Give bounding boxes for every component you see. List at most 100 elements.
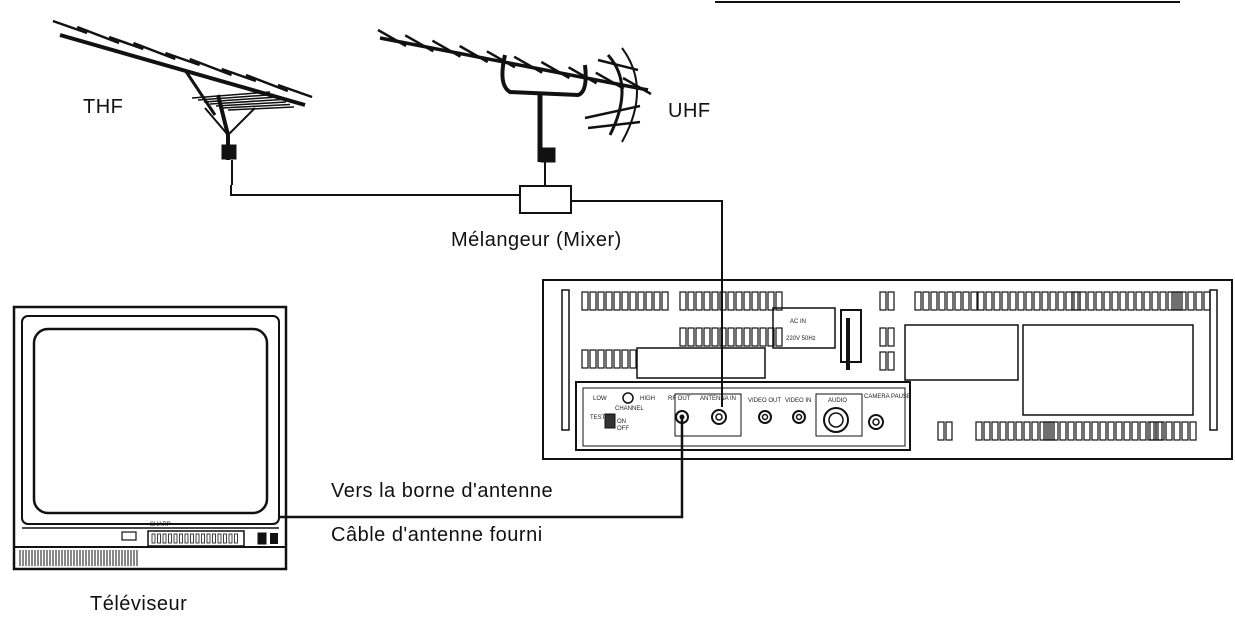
vent-slot (597, 291, 605, 311)
vent-slot (621, 291, 629, 311)
vent-slot (1041, 291, 1049, 311)
vent-slot (1091, 421, 1099, 441)
vent-slot (645, 291, 653, 311)
tv-cabinet (12, 305, 288, 571)
vent-slot (1059, 421, 1067, 441)
vent-slot (938, 291, 946, 311)
tv-channel-button (190, 533, 194, 544)
vcr-right-rail (1209, 289, 1218, 431)
vent-slot (1049, 291, 1057, 311)
thf-reflector-rod (203, 96, 279, 103)
vent-slot (993, 291, 1001, 311)
uhf-element (567, 66, 598, 85)
uhf-antenna (377, 28, 652, 163)
vent-slot (1149, 421, 1157, 441)
thf-element (221, 67, 257, 83)
tv-channel-button (212, 533, 216, 544)
uhf-label: UHF (668, 100, 711, 122)
vent-slot (1017, 291, 1025, 311)
vent-slot (1195, 291, 1203, 311)
vent-slot (679, 291, 687, 311)
vent-slot (629, 291, 637, 311)
tv-power-button (257, 532, 267, 545)
tv-base (13, 546, 287, 570)
vent-slot (879, 291, 887, 311)
vent-slot (1007, 421, 1015, 441)
vent-slot (954, 291, 962, 311)
vent-slot (775, 291, 783, 311)
vent-slot (719, 291, 727, 311)
tv-channel-button (228, 533, 233, 544)
vent-slot (727, 291, 735, 311)
uhf-element (486, 50, 516, 69)
tv-channel-button (151, 533, 156, 544)
vent-slot (751, 327, 759, 347)
vent-slot (735, 291, 743, 311)
label-high: HIGH (640, 396, 655, 402)
vent-slot (767, 327, 775, 347)
label-audio: AUDIO (828, 398, 847, 404)
vent-slot (597, 349, 605, 369)
vent-slot (1131, 421, 1139, 441)
vent-slot (1031, 421, 1039, 441)
vent-slot (687, 291, 695, 311)
television: SHARP (12, 305, 288, 571)
rf-out-jack (675, 410, 689, 424)
thf-reflector-rod (191, 91, 271, 99)
vent-slot (613, 349, 621, 369)
rear-panel-window-left (904, 324, 1019, 381)
tv-channel-button (162, 533, 167, 544)
tv-brand: SHARP (150, 522, 171, 528)
antenna-in-jack (711, 409, 727, 425)
vent-slot (1115, 421, 1123, 441)
uhf-antenna-balun (540, 147, 556, 163)
vent-slot (1143, 291, 1151, 311)
vent-slot (962, 291, 970, 311)
mixer-label: Mélangeur (Mixer) (451, 229, 622, 251)
vent-slot (653, 291, 661, 311)
vent-slot (879, 327, 887, 347)
thf-element (133, 41, 176, 61)
vent-slot (661, 291, 669, 311)
thf-element (108, 35, 144, 51)
uhf-element (431, 39, 462, 58)
vent-slot (605, 349, 613, 369)
power-connector (840, 309, 862, 363)
supplied-cable-label: Câble d'antenne fourni (331, 524, 543, 546)
channel-knob (622, 392, 634, 404)
vent-slot (751, 291, 759, 311)
uhf-antenna-boom (379, 36, 649, 92)
vent-slot (613, 291, 621, 311)
vent-slot (775, 327, 783, 347)
uhf-reflector-rod (597, 58, 639, 72)
vent-slot (1159, 291, 1167, 311)
vent-slot (605, 291, 613, 311)
vent-slot (1151, 291, 1159, 311)
label-off: OFF (617, 426, 629, 432)
antenna-terminal-group (674, 393, 742, 437)
vent-slot (983, 421, 991, 441)
vent-slot (581, 291, 589, 311)
label-video-out: VIDEO OUT (748, 398, 781, 404)
label-voltage: 220V 50Hz (786, 336, 816, 342)
vent-slot (1051, 421, 1059, 441)
thf-cable (230, 185, 520, 196)
vent-slot (589, 291, 597, 311)
ac-in-plate (772, 307, 836, 349)
thf-element (164, 51, 201, 67)
vent-slot (914, 291, 922, 311)
thf-antenna-boom (59, 33, 306, 107)
vent-slot (1043, 421, 1051, 441)
label-on: ON (617, 419, 626, 425)
vent-slot (1175, 291, 1183, 311)
uhf-element (404, 34, 434, 53)
video-in-jack (792, 410, 806, 424)
thf-element (245, 73, 289, 93)
vent-slot (1189, 421, 1197, 441)
vent-slot (1147, 421, 1155, 441)
thf-antenna-reflector (191, 91, 295, 111)
vent-slot (629, 349, 637, 369)
vent-slot (887, 327, 895, 347)
vent-slot (945, 421, 953, 441)
